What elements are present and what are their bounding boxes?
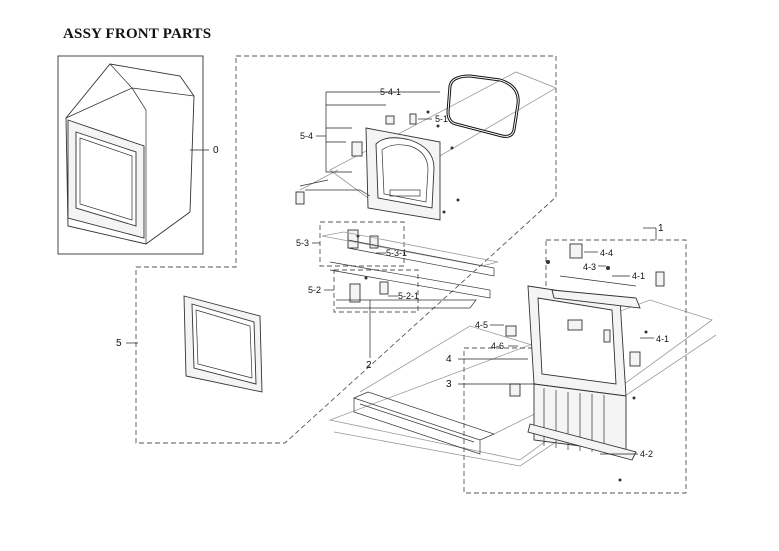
bottom-bracket-part — [527, 423, 637, 461]
top-bracket-part — [551, 289, 641, 309]
callout-5: 5 — [116, 338, 122, 349]
callout-5-3-1: 5-3-1 — [386, 248, 407, 258]
diagram-title: ASSY FRONT PARTS — [63, 26, 212, 42]
door-assembly-boundary — [135, 55, 557, 444]
callout-0: 0 — [213, 145, 219, 156]
dryer-assembly-box — [57, 55, 204, 255]
inner-door-frame — [365, 127, 441, 221]
callout-1: 1 — [658, 223, 664, 234]
callout-5-4-1: 5-4-1 — [380, 87, 401, 97]
assembly-5-3-box — [319, 221, 405, 267]
callout-4: 4 — [446, 354, 452, 365]
callout-4-1-top: 4-1 — [632, 271, 645, 281]
callout-5-1: 5-1 — [435, 114, 448, 124]
callout-4-1-right: 4-1 — [656, 334, 669, 344]
callout-4-2: 4-2 — [640, 449, 653, 459]
callout-2: 2 — [366, 360, 372, 371]
hinge-part — [351, 141, 363, 157]
callout-5-2-1: 5-2-1 — [398, 291, 419, 301]
callout-3: 3 — [446, 379, 452, 390]
gasket-part — [446, 74, 520, 138]
callout-5-4: 5-4 — [300, 131, 313, 141]
callout-4-5: 4-5 — [475, 320, 488, 330]
door-glass-part — [183, 295, 263, 393]
callout-5-2: 5-2 — [308, 285, 321, 295]
callout-4-6: 4-6 — [491, 341, 504, 351]
callout-5-3: 5-3 — [296, 238, 309, 248]
callout-4-3: 4-3 — [583, 262, 596, 272]
callout-4-4: 4-4 — [600, 248, 613, 258]
door-seal-strip — [321, 231, 499, 309]
